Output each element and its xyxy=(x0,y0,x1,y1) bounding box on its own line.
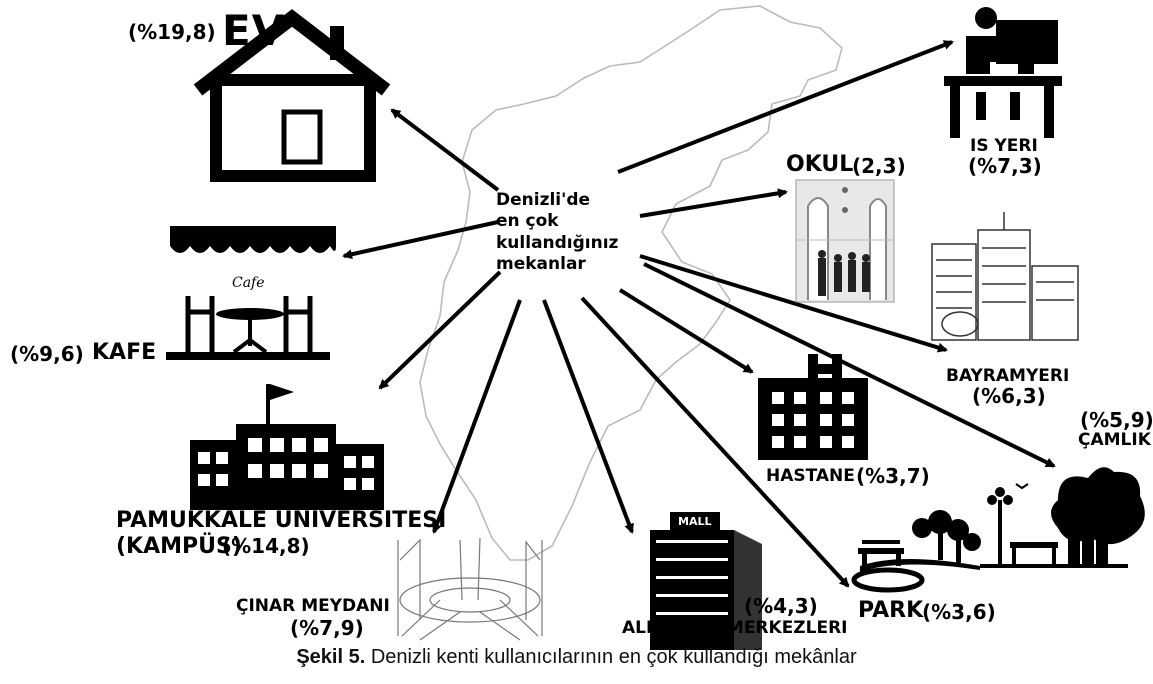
cafe-icon xyxy=(166,226,336,360)
cinar-meydani-sketch xyxy=(397,537,543,641)
house-icon xyxy=(193,9,391,182)
cinar-percentage: (%7,9) xyxy=(290,616,364,640)
center-line-3: kullandığınız xyxy=(496,232,619,253)
ev-percentage: (%19,8) xyxy=(128,20,216,44)
arrow-to-cinar xyxy=(432,299,522,534)
bayramyeri-percentage: (%6,3) xyxy=(972,384,1046,408)
hastane-percentage: (%3,7) xyxy=(856,464,930,488)
cinar-label: ÇINAR MEYDANI xyxy=(236,596,390,616)
is-yeri-label: IS YERI xyxy=(970,136,1038,156)
kafe-label: KAFE xyxy=(92,340,157,365)
arrow-to-park xyxy=(580,296,850,588)
center-line-4: mekanlar xyxy=(496,253,586,274)
kafe-percentage: (%9,6) xyxy=(10,342,84,366)
arrow-to-kafe xyxy=(342,220,499,260)
pamukkale-label: PAMUKKALE ÜNIVERSITESI xyxy=(116,508,447,533)
okul-percentage: (2,3) xyxy=(852,154,906,178)
school-corridor-image xyxy=(795,179,895,303)
bayramyeri-label: BAYRAMYERI xyxy=(946,366,1070,386)
caption-number: Şekil 5. xyxy=(296,646,366,668)
arrow-to-alisveris xyxy=(542,299,634,534)
caption-text: Denizli kenti kullanıcılarının en çok ku… xyxy=(365,646,857,668)
is-yeri-percentage: (%7,3) xyxy=(968,154,1042,178)
okul-label: OKUL xyxy=(786,152,854,177)
pamukkale-kampus-label: (KAMPÜS) xyxy=(116,534,242,559)
denizli-map-outline xyxy=(419,5,843,561)
alisveris-label: ALISVERIS MERKEZLERI xyxy=(622,618,848,638)
ev-label: EV xyxy=(222,6,286,55)
bayramyeri-sketch xyxy=(931,212,1079,341)
arrow-to-camlik xyxy=(643,262,1056,468)
hospital-icon xyxy=(758,354,868,460)
park-icon xyxy=(851,510,981,593)
center-line-2: en çok xyxy=(496,211,559,232)
arrow-to-okul xyxy=(639,188,788,218)
alisveris-percentage: (%4,3) xyxy=(744,594,818,618)
arrow-to-ev xyxy=(390,108,500,192)
arrow-to-pamukkale xyxy=(378,270,502,390)
university-building-icon xyxy=(190,384,384,510)
camlik-percentage: (%5,9) xyxy=(1080,408,1153,432)
park-label: PARK xyxy=(858,598,924,623)
mall-building-icon xyxy=(650,512,762,650)
center-line-1: Denizli'de xyxy=(496,190,591,210)
pamukkale-percentage: (%14,8) xyxy=(222,534,310,558)
hastane-label: HASTANE xyxy=(766,466,855,486)
cafe-sign: Cafe xyxy=(232,275,265,291)
park-percentage: (%3,6) xyxy=(922,600,996,624)
arrow-to-is-yeri xyxy=(617,40,954,174)
arrow-to-hastane xyxy=(618,288,754,374)
figure-caption: Şekil 5. Denizli kenti kullanıcılarının … xyxy=(0,646,1153,669)
work-desk-icon xyxy=(944,7,1062,138)
arrow-to-bayramyeri xyxy=(639,254,948,353)
camlik-label: ÇAMLIK xyxy=(1078,430,1151,450)
center-question: Denizli'de en çok kullandığınız mekanlar xyxy=(496,190,656,275)
camlik-park-scene xyxy=(980,467,1145,568)
mall-sign: MALL xyxy=(678,515,712,528)
